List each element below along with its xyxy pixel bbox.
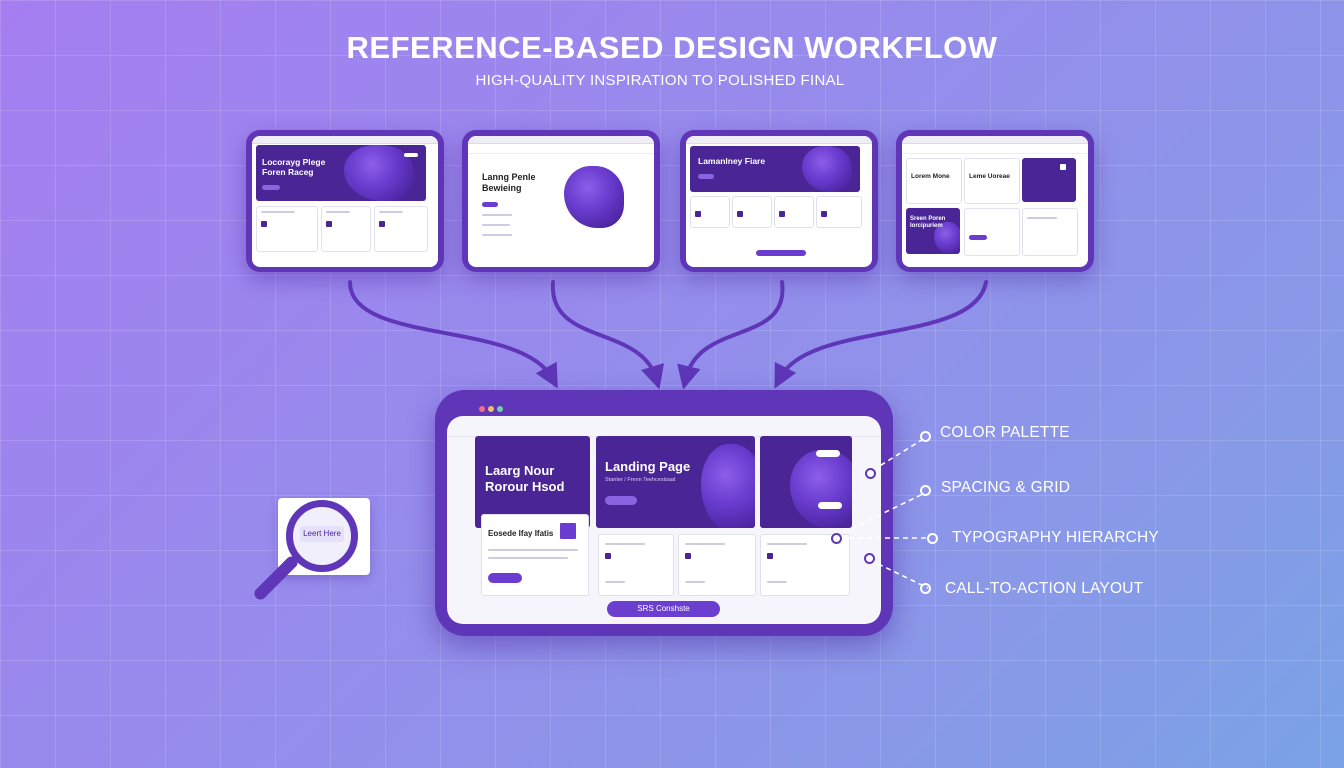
reference-hero: Locorayg Plege Foren Raceg — [256, 145, 426, 201]
callout-cta-layout: CALL-TO-ACTION LAYOUT — [945, 580, 1144, 597]
final-center-hero-title: Landing Page — [605, 459, 691, 474]
final-center-hero-subtitle: Stanter / Frenn Teehcestsaat — [605, 477, 676, 483]
reference-hero-text: Locorayg Plege Foren Raceg — [262, 157, 326, 177]
cta-button[interactable]: SRS Conshste — [607, 601, 720, 617]
magnifier-icon — [286, 500, 358, 572]
callout-dot — [920, 485, 931, 496]
anchor-dot — [864, 553, 875, 564]
callout-dot — [920, 583, 931, 594]
callout-typography-hierarchy: TYPOGRAPHY HIERARCHY — [952, 529, 1159, 546]
final-design-device: Laarg Nour Rorour Hsod Eosede Ifay Ifati… — [435, 390, 893, 636]
flow-arrow-3 — [677, 280, 785, 390]
reference-hero-text: Lanng Penle Bewieing — [482, 172, 536, 193]
reference-card-title: Lorem Mone — [911, 173, 950, 180]
callout-dot — [927, 533, 938, 544]
reference-card-title: Leme Uoreae — [969, 173, 1010, 180]
flow-arrow-1 — [348, 280, 558, 389]
callout-color-palette: COLOR PALETTE — [940, 424, 1070, 441]
reference-screen-4: Lorem Mone Leme Uoreae Sreen Poren Iorci… — [896, 130, 1094, 272]
flow-arrow-2 — [550, 280, 664, 390]
reference-screen-2: Lanng Penle Bewieing — [462, 130, 660, 272]
final-right-hero — [760, 436, 852, 528]
final-left-hero: Laarg Nour Rorour Hsod — [475, 436, 590, 528]
final-hero-button[interactable] — [605, 496, 637, 505]
reference-hero: Lamanlney Fiare — [690, 146, 860, 192]
final-card-title: Eosede Ifay Ifatis — [488, 529, 554, 538]
magnifier-label: Leert Here — [300, 526, 344, 542]
anchor-dot — [831, 533, 842, 544]
reference-screen-3: Lamanlney Fiare — [680, 130, 878, 272]
page-title: REFERENCE-BASED DESIGN WORKFLOW — [346, 30, 998, 65]
final-center-hero: Landing Page Stanter / Frenn Teehcestsaa… — [596, 436, 755, 528]
page-subtitle: HIGH-QUALITY INSPIRATION TO POLISHED FIN… — [475, 72, 845, 89]
anchor-dot — [865, 468, 876, 479]
reference-screen-1: Locorayg Plege Foren Raceg — [246, 130, 444, 272]
final-left-card: Eosede Ifay Ifatis — [481, 514, 589, 596]
reference-hero-text: Sreen Poren Iorcipuriem — [910, 216, 946, 229]
final-left-hero-title: Laarg Nour Rorour Hsod — [485, 463, 565, 494]
flow-arrow-4 — [774, 280, 988, 389]
callout-dot — [920, 431, 931, 442]
final-card-button[interactable] — [488, 573, 522, 583]
reference-hero-text: Lamanlney Fiare — [698, 156, 766, 166]
callout-spacing-grid: SPACING & GRID — [941, 479, 1071, 496]
